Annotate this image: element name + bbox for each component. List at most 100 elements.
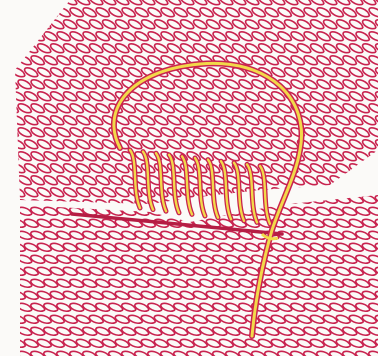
knit-stitch: [30, 174, 46, 187]
knit-stitch: [75, 138, 91, 151]
knit-stitch: [192, 138, 208, 151]
knit-stitch: [231, 114, 247, 127]
knit-stitch: [309, 194, 325, 205]
knit-stitch: [4, 326, 20, 337]
knit-stitch: [231, 90, 247, 103]
knit-stitch: [108, 78, 124, 91]
knit-stitch: [368, 150, 378, 163]
knit-stitch: [75, 162, 91, 175]
knit-stitch: [4, 6, 20, 19]
knit-stitch: [277, 126, 293, 139]
knit-stitch: [4, 78, 20, 91]
knit-stitch: [257, 42, 273, 55]
knit-stitch: [4, 102, 20, 115]
knit-stitch: [342, 126, 358, 139]
knit-stitch: [192, 66, 208, 79]
knit-stitch: [355, 174, 371, 187]
knit-stitch: [0, 18, 14, 31]
knit-stitch: [114, 66, 130, 79]
knit-stitch: [134, 126, 150, 139]
knit-stitch: [374, 162, 378, 175]
knit-stitch: [0, 78, 7, 91]
knit-stitch: [114, 42, 130, 55]
knit-stitch: [62, 162, 78, 175]
knit-stitch: [199, 78, 215, 91]
knit-stitch: [56, 30, 72, 43]
knit-stitch: [264, 54, 280, 67]
knit-stitch: [368, 182, 378, 193]
knit-stitch: [88, 114, 104, 127]
knit-stitch: [322, 66, 338, 79]
knit-stitch: [101, 90, 117, 103]
knit-stitch: [56, 174, 72, 187]
knit-stitch: [225, 102, 241, 115]
knit-stitch: [218, 114, 234, 127]
knit-stitch: [186, 126, 202, 139]
knit-stitch: [153, 42, 169, 55]
knit-stitch: [49, 42, 65, 55]
knit-stitch: [0, 242, 14, 253]
knit-stitch: [108, 150, 124, 163]
knit-stitch: [368, 278, 378, 289]
knit-stitch: [283, 66, 299, 79]
knit-stitch: [348, 66, 364, 79]
knit-stitch: [251, 30, 267, 43]
knit-stitch: [361, 18, 377, 31]
knit-stitch: [17, 54, 33, 67]
knit-stitch: [4, 230, 20, 241]
knit-stitch: [186, 6, 202, 19]
knit-stitch: [0, 198, 7, 211]
knit-stitch: [212, 126, 228, 139]
knit-stitch: [4, 278, 20, 289]
knit-stitch: [296, 66, 312, 79]
knit-stitch: [225, 30, 241, 43]
knit-stitch: [361, 138, 377, 151]
knit-stitch: [0, 90, 1, 103]
knit-stitch: [361, 42, 377, 55]
knit-stitch: [95, 54, 111, 67]
knit-stitch: [160, 126, 176, 139]
knit-stitch: [316, 126, 332, 139]
knit-stitch: [342, 150, 358, 163]
knit-stitch: [316, 54, 332, 67]
knit-stitch: [23, 90, 39, 103]
knit-stitch: [10, 114, 26, 127]
knit-stitch: [218, 42, 234, 55]
knit-stitch: [0, 338, 1, 349]
knit-stitch: [23, 186, 39, 199]
knit-stitch: [4, 174, 20, 187]
knit-stitch: [95, 174, 111, 187]
knit-stitch: [69, 78, 85, 91]
knit-stitch: [0, 210, 14, 223]
knit-stitch: [0, 66, 14, 79]
knit-stitch: [329, 126, 345, 139]
knit-stitch: [121, 30, 137, 43]
knit-stitch: [173, 30, 189, 43]
knit-stitch: [0, 162, 1, 175]
knit-stitch: [108, 6, 124, 19]
knit-stitch: [160, 78, 176, 91]
knit-stitch: [368, 78, 378, 91]
knit-stitch: [43, 126, 59, 139]
knit-stitch: [82, 198, 98, 211]
knit-stitch: [264, 30, 280, 43]
knit-stitch: [0, 290, 1, 301]
knit-stitch: [212, 78, 228, 91]
knit-stitch: [95, 30, 111, 43]
knit-stitch: [82, 150, 98, 163]
knit-stitch: [179, 90, 195, 103]
knit-stitch: [30, 6, 46, 19]
knit-stitch: [218, 66, 234, 79]
knit-stitch: [368, 326, 378, 337]
knit-stitch: [361, 162, 377, 175]
knit-stitch: [17, 150, 33, 163]
knit-stitch: [49, 66, 65, 79]
knit-stitch: [4, 206, 20, 217]
knit-stitch: [0, 242, 1, 253]
knit-stitch: [355, 30, 371, 43]
knit-stitch: [355, 102, 371, 115]
knit-stitch: [140, 90, 156, 103]
knit-stitch: [342, 30, 358, 43]
knit-stitch: [10, 162, 26, 175]
knit-stitch: [322, 162, 338, 175]
